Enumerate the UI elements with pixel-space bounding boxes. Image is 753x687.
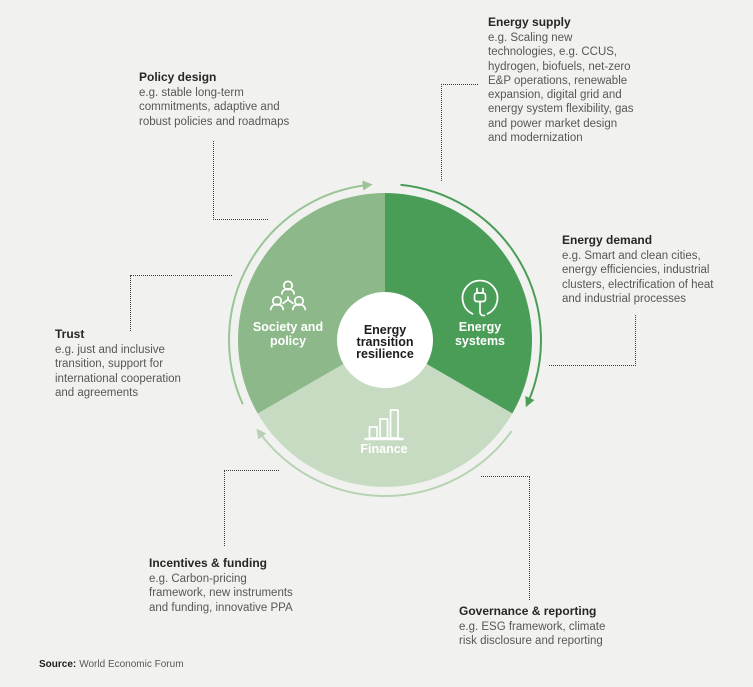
note-incentives-funding: Incentives & funding e.g. Carbon-pricing… [149, 556, 293, 615]
connector-trust [130, 275, 232, 331]
note-body-governance-reporting: e.g. ESG framework, climate risk disclos… [459, 621, 606, 648]
center-hub [337, 292, 433, 388]
note-heading-governance-reporting: Governance & reporting [459, 604, 597, 618]
note-body-incentives-funding: e.g. Carbon-pricing framework, new instr… [149, 573, 293, 614]
connector-energy-demand [549, 315, 636, 366]
note-body-energy-demand: e.g. Smart and clean cities, energy effi… [562, 250, 714, 305]
note-energy-demand: Energy demand e.g. Smart and clean citie… [562, 233, 714, 306]
note-heading-trust: Trust [55, 327, 85, 341]
source-line: Source:World Economic Forum [39, 659, 184, 671]
segment-label-society-line1: Society and [253, 320, 323, 334]
center-title-line3: resilience [356, 347, 414, 361]
segment-label-energy-line1: Energy [459, 320, 501, 334]
source-label: Source: [39, 659, 77, 670]
note-body-trust: e.g. just and inclusive transition, supp… [55, 344, 181, 399]
note-heading-incentives-funding: Incentives & funding [149, 556, 268, 570]
center-title-line1: Energy [364, 323, 406, 337]
segment-finance [257, 340, 513, 487]
segment-label-energy-line2: systems [455, 334, 505, 348]
note-heading-energy-supply: Energy supply [488, 15, 571, 29]
bar-chart-icon [364, 409, 404, 441]
arc-arrow-society-policy [228, 180, 373, 405]
arc-arrow-finance [256, 428, 513, 497]
connector-governance-reporting [481, 476, 530, 600]
note-heading-energy-demand: Energy demand [562, 233, 653, 247]
note-heading-policy-design: Policy design [139, 70, 217, 84]
segment-label-finance: Finance [360, 442, 407, 456]
arc-arrow-energy-systems [400, 183, 542, 408]
connector-incentives-funding [224, 470, 279, 546]
connector-policy-design [213, 141, 268, 220]
note-energy-supply: Energy supply e.g. Scaling new technolog… [488, 15, 634, 145]
segment-label-society-line2: policy [270, 334, 306, 348]
note-policy-design: Policy design e.g. stable long-term comm… [139, 70, 289, 129]
note-body-policy-design: e.g. stable long-term commitments, adapt… [139, 87, 290, 128]
center-title-line2: transition [357, 335, 414, 349]
connector-energy-supply [441, 84, 478, 181]
plug-icon [461, 279, 499, 317]
source-text: World Economic Forum [79, 659, 184, 670]
note-trust: Trust e.g. just and inclusive transition… [55, 327, 181, 400]
people-icon [269, 280, 307, 311]
energy-transition-wheel: Society and policy Energy systems Financ… [228, 180, 542, 497]
note-governance-reporting: Governance & reporting e.g. ESG framewor… [459, 604, 605, 649]
note-body-energy-supply: e.g. Scaling new technologies, e.g. CCUS… [488, 32, 634, 145]
